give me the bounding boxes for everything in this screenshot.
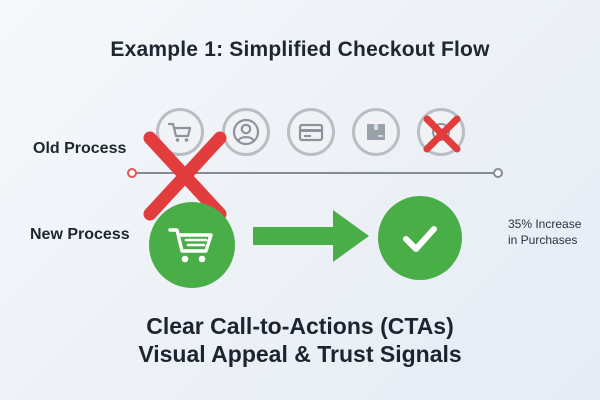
- cart-icon: [168, 228, 213, 263]
- key-highlights: Clear Call-to-Actions (CTAs) Visual Appe…: [0, 312, 600, 368]
- small-cross-icon: [423, 115, 461, 153]
- increase-line-2: in Purchases: [508, 233, 578, 247]
- diagram-title: Example 1: Simplified Checkout Flow: [110, 38, 490, 61]
- old-process-line-start: [127, 168, 137, 178]
- highlight-cta: Clear Call-to-Actions (CTAs): [146, 313, 454, 339]
- user-icon: [232, 118, 260, 146]
- cart-icon: [167, 122, 192, 142]
- checkmark-icon: [403, 226, 437, 252]
- arrow-right-icon: [253, 210, 369, 262]
- purchase-increase-note: 35% Increase in Purchases: [508, 216, 581, 248]
- new-process-label: New Process: [30, 226, 130, 243]
- old-step-shipping: [352, 108, 400, 156]
- credit-card-icon: [298, 123, 324, 142]
- increase-line-1: 35% Increase: [508, 217, 582, 231]
- new-process-cart: [149, 202, 235, 288]
- package-icon: [367, 124, 385, 140]
- old-process-line: [135, 172, 497, 174]
- old-step-payment: [287, 108, 335, 156]
- old-step-user: [222, 108, 270, 156]
- old-process-label: Old Process: [33, 140, 127, 157]
- success-circle: [378, 196, 462, 280]
- highlight-trust: Visual Appeal & Trust Signals: [138, 341, 462, 367]
- confirm-icon: [432, 123, 450, 141]
- big-cross-icon: [143, 131, 227, 221]
- old-process-line-end: [493, 168, 503, 178]
